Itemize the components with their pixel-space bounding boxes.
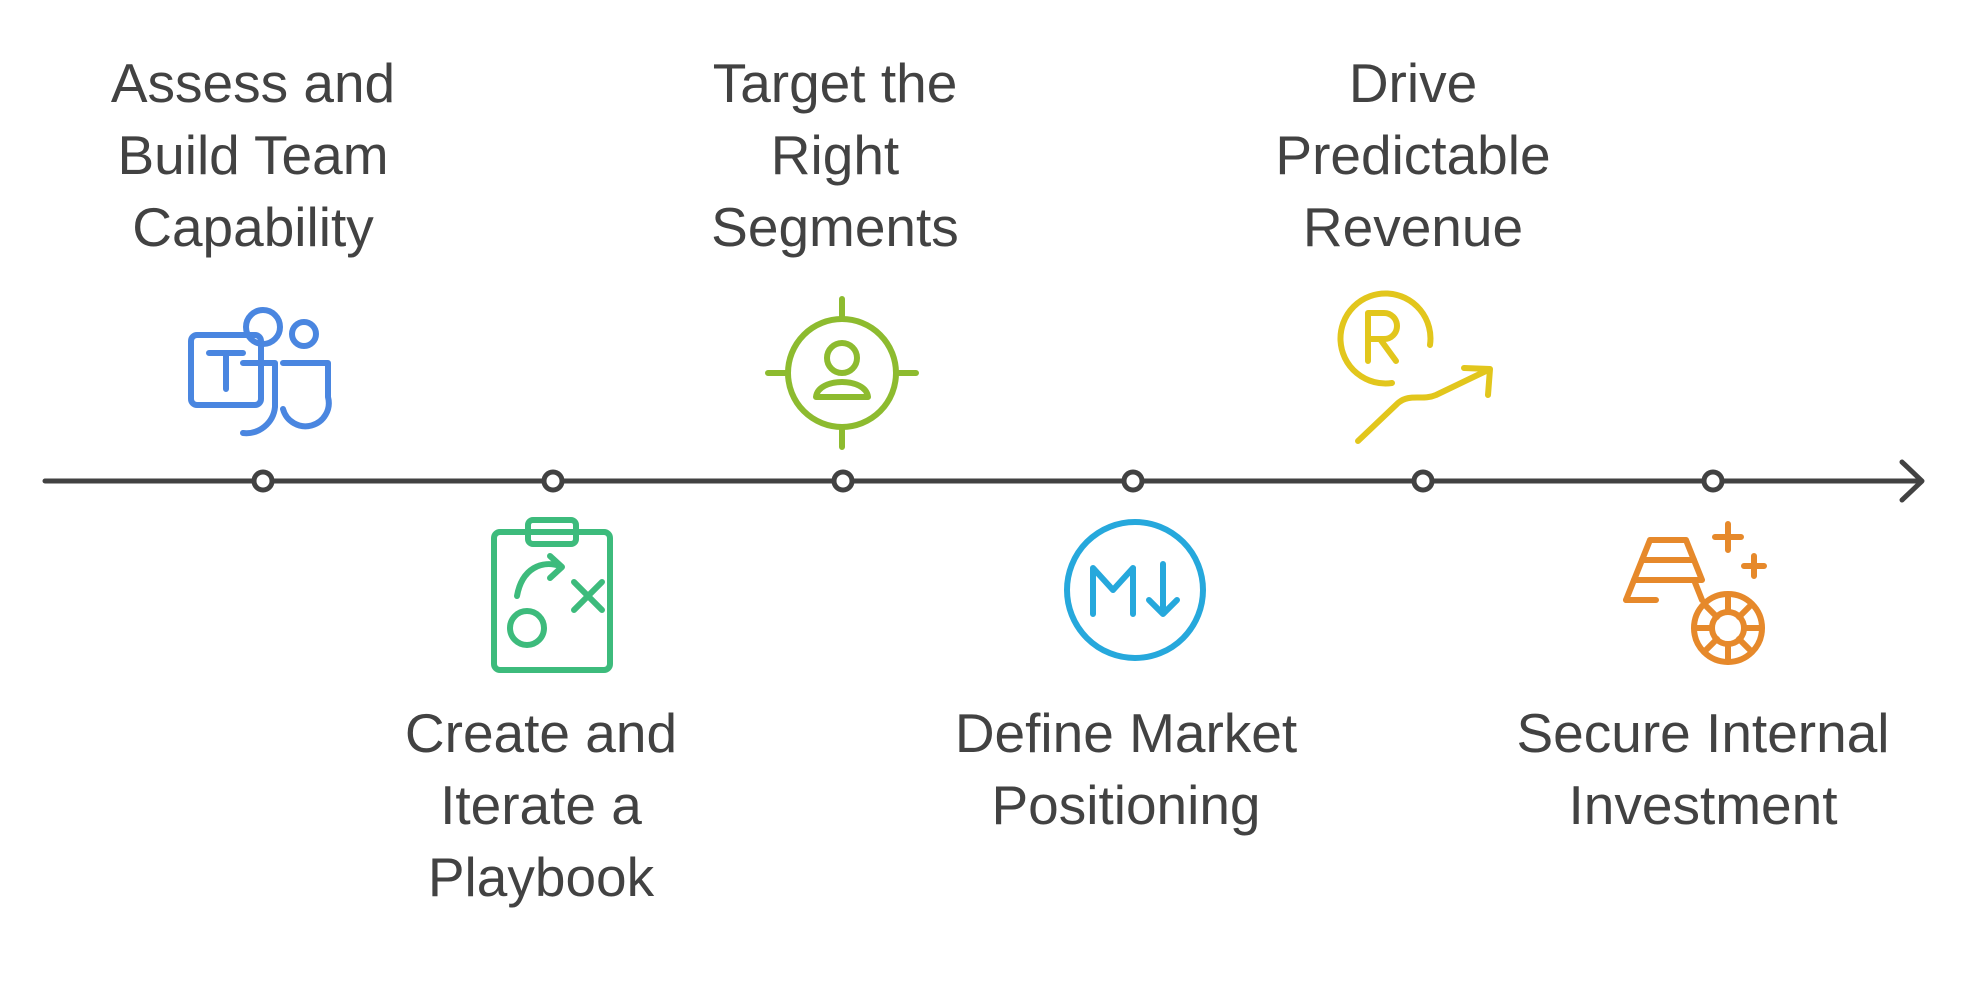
label-line: Secure Internal bbox=[1516, 702, 1890, 764]
milestone-label-4: Define Market Positioning bbox=[916, 697, 1336, 841]
teams-icon bbox=[183, 297, 343, 457]
timeline-node bbox=[541, 469, 565, 493]
label-line: Build Team bbox=[117, 124, 389, 186]
label-line: Capability bbox=[132, 196, 374, 258]
label-line: Playbook bbox=[427, 846, 655, 908]
label-line: Assess and bbox=[110, 52, 396, 114]
gold-bars-icon bbox=[1623, 510, 1792, 670]
timeline-node bbox=[831, 469, 855, 493]
label-line: Iterate a bbox=[440, 774, 642, 836]
label-line: Predictable bbox=[1275, 124, 1551, 186]
label-line: Right bbox=[770, 124, 900, 186]
target-user-icon bbox=[762, 293, 922, 453]
timeline-node bbox=[1121, 469, 1145, 493]
label-line: Segments bbox=[711, 196, 959, 258]
label-line: Positioning bbox=[991, 774, 1261, 836]
timeline-node bbox=[1701, 469, 1725, 493]
label-line: Drive bbox=[1348, 52, 1478, 114]
milestone-label-2: Create and Iterate a Playbook bbox=[331, 697, 751, 913]
milestone-label-3: Target the Right Segments bbox=[625, 47, 1045, 263]
label-line: Target the bbox=[712, 52, 958, 114]
revenue-growth-icon bbox=[1337, 290, 1500, 453]
clipboard-play-icon bbox=[472, 510, 632, 673]
milestone-label-5: Drive Predictable Revenue bbox=[1203, 47, 1623, 263]
label-line: Create and bbox=[404, 702, 678, 764]
label-line: Define Market bbox=[954, 702, 1298, 764]
label-line: Revenue bbox=[1302, 196, 1524, 258]
markdown-icon bbox=[1055, 510, 1215, 670]
milestone-label-6: Secure Internal Investment bbox=[1493, 697, 1913, 841]
timeline-node bbox=[1411, 469, 1435, 493]
milestone-label-1: Assess and Build Team Capability bbox=[43, 47, 463, 263]
timeline-node bbox=[251, 469, 275, 493]
label-line: Investment bbox=[1568, 774, 1838, 836]
timeline-arrowhead bbox=[1899, 459, 1925, 503]
